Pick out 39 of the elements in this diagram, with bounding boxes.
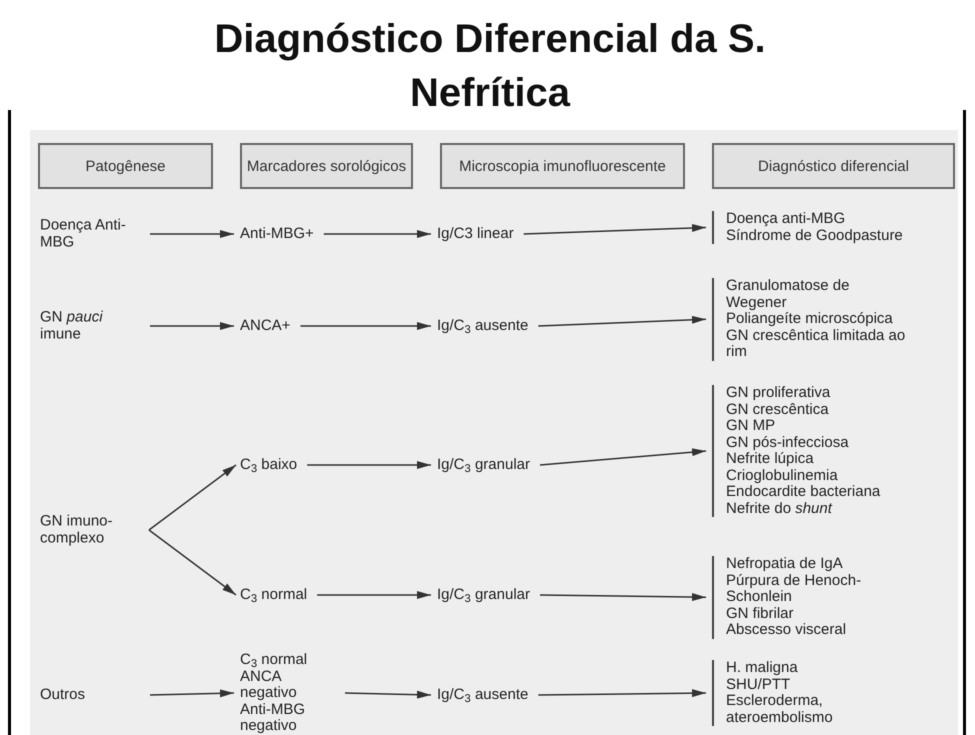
diagnosis-list: Granulomatose de Wegener Poliangeíte microscópica GN crescêntica limitada ao rim <box>712 278 912 360</box>
flow-label: Anti-MBG+ <box>240 226 314 242</box>
diagnosis-list: Nefropatia de IgA Púrpura de Henoch-Schonlein GN fibrilar Abscesso visceral <box>712 556 902 638</box>
flow-label: Ig/C$_{3}$ granular <box>437 586 530 604</box>
column-header-box: Patogênese <box>38 143 213 189</box>
column-header-box: Diagnóstico diferencial <box>712 143 955 189</box>
flow-label: C$_{3}$ baixo <box>240 456 298 474</box>
flow-label: Ig/C$_{3}$ granular <box>437 456 530 474</box>
flow-label: C$_{3}$ normal ANCA negativo Anti-MBG negativo <box>240 652 335 734</box>
arrow <box>300 322 431 330</box>
arrow <box>524 224 706 235</box>
flow-label: Ig/C3 linear <box>437 226 514 242</box>
flow-label: Doença Anti-MBG <box>40 218 140 250</box>
arrow <box>150 230 234 238</box>
flow-label: Outros <box>40 686 140 704</box>
flow-label: ANCA+ <box>240 318 290 334</box>
diagram-title: Diagnóstico Diferencial da S. Nefrítica <box>213 16 767 117</box>
flow-label: GN pauci imune <box>40 310 140 342</box>
arrow <box>538 689 706 698</box>
column-header-box: Microscopia imunofluorescente <box>440 143 685 189</box>
arrow <box>317 591 431 599</box>
arrow <box>538 316 706 327</box>
diagnosis-list: H. maligna SHU/PTT Escleroderma, ateroembolismo <box>712 660 912 726</box>
arrow <box>148 464 236 531</box>
arrow <box>324 230 431 238</box>
arrow <box>307 461 431 469</box>
arrow <box>344 690 432 699</box>
arrow <box>540 448 706 466</box>
arrow <box>148 529 236 596</box>
arrow <box>540 593 706 602</box>
flow-label: C$_{3}$ normal <box>240 586 308 604</box>
flow-label: GN imuno-complexo <box>40 514 145 546</box>
column-header-box: Marcadores sorológicos <box>240 143 413 189</box>
diagnosis-list: GN proliferativa GN crescêntica GN MP GN pós-infecciosa Nefrite lúpica Crioglobulinemia Endocardite bacteriana Nefrite do shunt <box>712 385 902 517</box>
diagnosis-list: Doença anti-MBG Síndrome de Goodpasture <box>712 211 932 244</box>
flow-label: Ig/C$_{3}$ ausente <box>437 686 528 704</box>
arrow <box>150 322 234 330</box>
flow-label: Ig/C$_{3}$ ausente <box>437 318 528 334</box>
arrow <box>150 689 234 698</box>
